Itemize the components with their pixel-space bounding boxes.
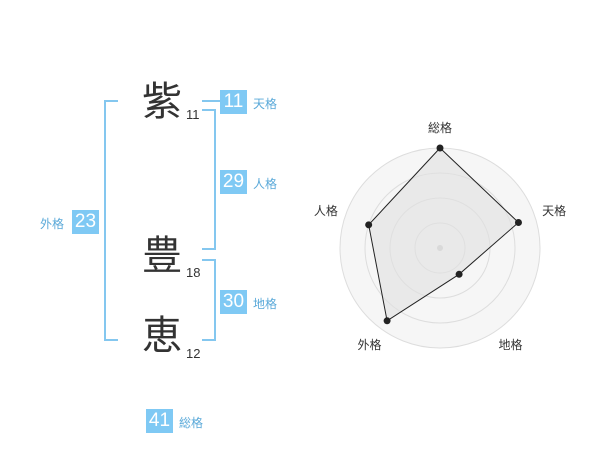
jinkaku-bracket [202, 109, 216, 250]
gaikaku-badge: 23 [72, 210, 99, 234]
name-char-1: 紫 [142, 79, 182, 125]
name-char-2: 豊 [142, 233, 182, 279]
radar-point-5 [365, 221, 373, 229]
radar-axis-label: 総格 [428, 120, 452, 135]
radar-axis-label: 天格 [542, 203, 566, 218]
soukaku-badge: 41 [146, 409, 173, 433]
chikaku-badge: 30 [220, 290, 247, 314]
jinkaku-badge: 29 [220, 170, 247, 194]
tenkaku-connector [202, 100, 220, 102]
stroke-count-3: 12 [186, 346, 201, 361]
stroke-count-1: 11 [186, 107, 200, 122]
tenkaku-badge: 11 [220, 90, 247, 114]
radar-series-area [368, 147, 520, 322]
chikaku-label: 地格 [253, 297, 278, 311]
chikaku-bracket [202, 259, 216, 341]
radar-axis-label: 外格 [357, 337, 381, 352]
jinkaku-label: 人格 [253, 177, 278, 191]
radar-axis-label: 人格 [314, 203, 338, 218]
name-char-3: 恵 [142, 313, 182, 359]
gaikaku-label: 外格 [40, 217, 65, 231]
radar-point-4 [383, 317, 391, 325]
gaikaku-bracket [104, 100, 118, 341]
tenkaku-label: 天格 [253, 97, 278, 111]
radar-axis-label: 地格 [499, 337, 523, 352]
stroke-count-2: 18 [186, 265, 201, 280]
radar-point-1 [436, 144, 444, 152]
radar-point-3 [455, 270, 463, 278]
radar-point-2 [514, 219, 522, 227]
soukaku-label: 総格 [179, 416, 204, 430]
